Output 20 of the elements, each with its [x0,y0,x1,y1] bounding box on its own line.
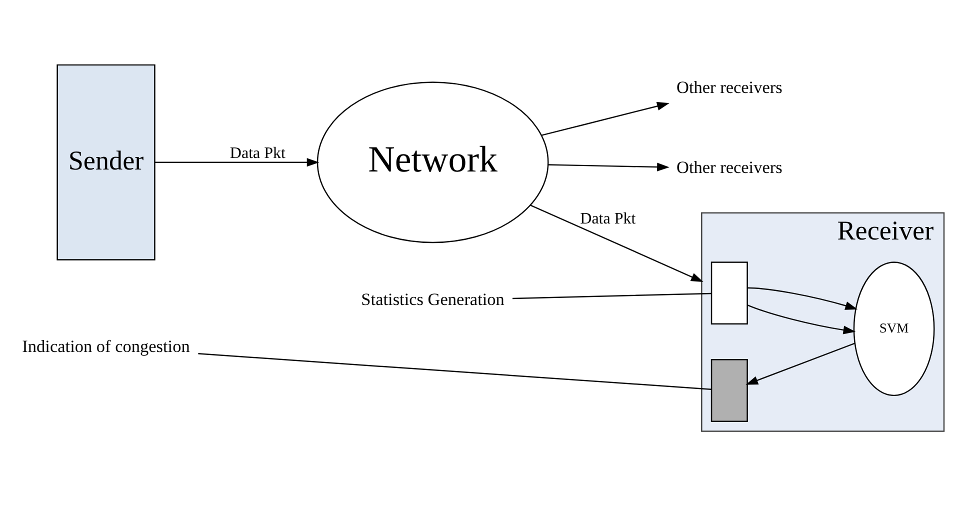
connector [198,353,712,390]
node-text: Other receivers [676,158,782,178]
arrow [154,158,320,167]
arrow [746,342,856,385]
node-box [710,262,748,325]
node-ellipse: SVM [853,262,935,396]
connector [512,292,712,300]
node-box [710,359,748,422]
edge-label: Data Pkt [580,210,636,228]
node-text: Statistics Generation [361,290,504,310]
arrow [747,304,856,334]
arrow [530,204,704,282]
arrow [541,102,670,136]
node-box: Sender [56,64,156,260]
node-text: Other receivers [676,78,782,97]
edge-label: Data Pkt [230,144,286,162]
arrow [548,162,670,172]
node-ellipse: Network [316,82,549,244]
arrow [747,287,858,310]
node-text: Indication of congestion [22,336,190,356]
